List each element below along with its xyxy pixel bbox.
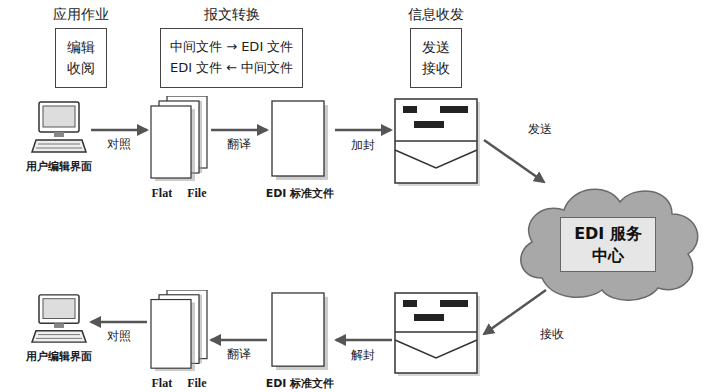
box-text: 编辑 收阅 [65,37,97,79]
flow-arrow [211,129,267,132]
flow-label: 接收 [538,326,566,343]
icon-drawing [270,292,330,372]
icon-label: EDI 标准文件 [264,186,337,201]
header-box: 报文转换中间文件 → EDI 文件EDI 文件 ← 中间文件 [160,28,303,88]
edge-label: 翻译 [225,136,253,153]
cloud-label-box: EDI 服务 中心 [560,217,656,272]
file-stack: Flat File [150,290,208,372]
flow-arrow [91,129,147,132]
computer-icon: 用户编辑界面 [30,100,88,155]
icon-label: 用户编辑界面 [24,159,94,174]
icon-drawing [30,100,88,155]
icon-label: 用户编辑界面 [24,349,94,364]
icon-label: Flat File [150,376,209,391]
unseal-arrow [336,339,392,342]
icon-drawing [150,96,208,182]
send-arrow [484,140,544,182]
icon-label: Flat File [150,186,209,201]
envelope-bottom [395,293,480,376]
icon-drawing [270,100,330,182]
flow-label: 加封 [349,137,377,154]
envelope-top [395,99,480,186]
flow-label: 解封 [349,347,377,364]
computer-icon: 用户编辑界面 [30,293,88,345]
edge-label: 对照 [105,328,133,345]
icon-label: EDI 标准文件 [264,376,337,391]
cloud-shape: EDI 服务 中心 [512,178,704,303]
box-text: 发送 接收 [420,37,452,79]
box-heading: 信息收发 [408,6,464,24]
file-stack: Flat File [150,96,208,182]
box-heading: 应用作业 [53,6,109,24]
seal-arrow [335,129,391,132]
header-box: 信息收发发送 接收 [410,28,462,88]
flow-arrow [211,339,267,342]
header-box: 应用作业编辑 收阅 [55,28,107,88]
cloud-text: EDI 服务 中心 [569,223,647,266]
box-text: 中间文件 → EDI 文件 [170,37,293,58]
icon-drawing [150,290,208,372]
edge-label: 翻译 [225,346,253,363]
box-heading: 报文转换 [204,6,260,24]
flow-arrow [91,321,147,324]
box-text: EDI 文件 ← 中间文件 [170,58,293,79]
document-page: EDI 标准文件 [270,100,330,182]
document-page: EDI 标准文件 [270,292,330,372]
flow-label: 发送 [526,121,554,138]
edge-label: 对照 [105,136,133,153]
icon-drawing [30,293,88,345]
receive-arrow [484,290,546,334]
